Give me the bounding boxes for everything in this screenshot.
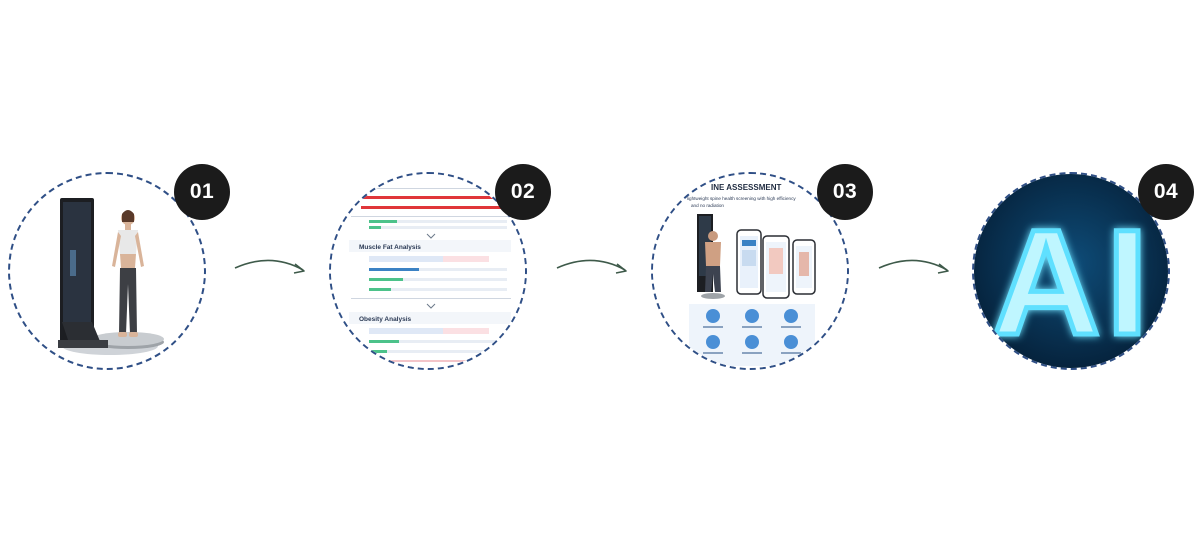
assessment-subtitle-1: lightweight spine health screening with … xyxy=(687,196,796,201)
assessment-title: INE ASSESSMENT xyxy=(711,183,781,192)
step-3-badge: 03 xyxy=(817,164,873,220)
step-4-badge: 04 xyxy=(1138,164,1194,220)
arrow-icon xyxy=(878,259,949,274)
ai-logo-icon: AI xyxy=(974,174,1168,368)
step-3-circle: INE ASSESSMENT lightweight spine health … xyxy=(651,172,849,370)
arrow-icon xyxy=(556,259,627,274)
step-1-badge: 01 xyxy=(174,164,230,220)
arrow-icon xyxy=(234,259,305,274)
step-2-badge: 02 xyxy=(495,164,551,220)
ai-text: AI xyxy=(992,198,1154,366)
section-obesity-label: Obesity Analysis xyxy=(359,316,412,323)
step-2-circle: Muscle Fat Analysis Obesity Analysis xyxy=(329,172,527,370)
step-4-circle: AI xyxy=(972,172,1170,370)
assessment-subtitle-2: and no radiation xyxy=(691,203,724,208)
device-person-icon xyxy=(58,198,164,355)
report-screenshot-icon: Muscle Fat Analysis Obesity Analysis xyxy=(331,174,525,368)
section-muscle-label: Muscle Fat Analysis xyxy=(359,244,421,251)
spine-assessment-icon: INE ASSESSMENT lightweight spine health … xyxy=(653,174,847,368)
step-1-circle xyxy=(8,172,206,370)
